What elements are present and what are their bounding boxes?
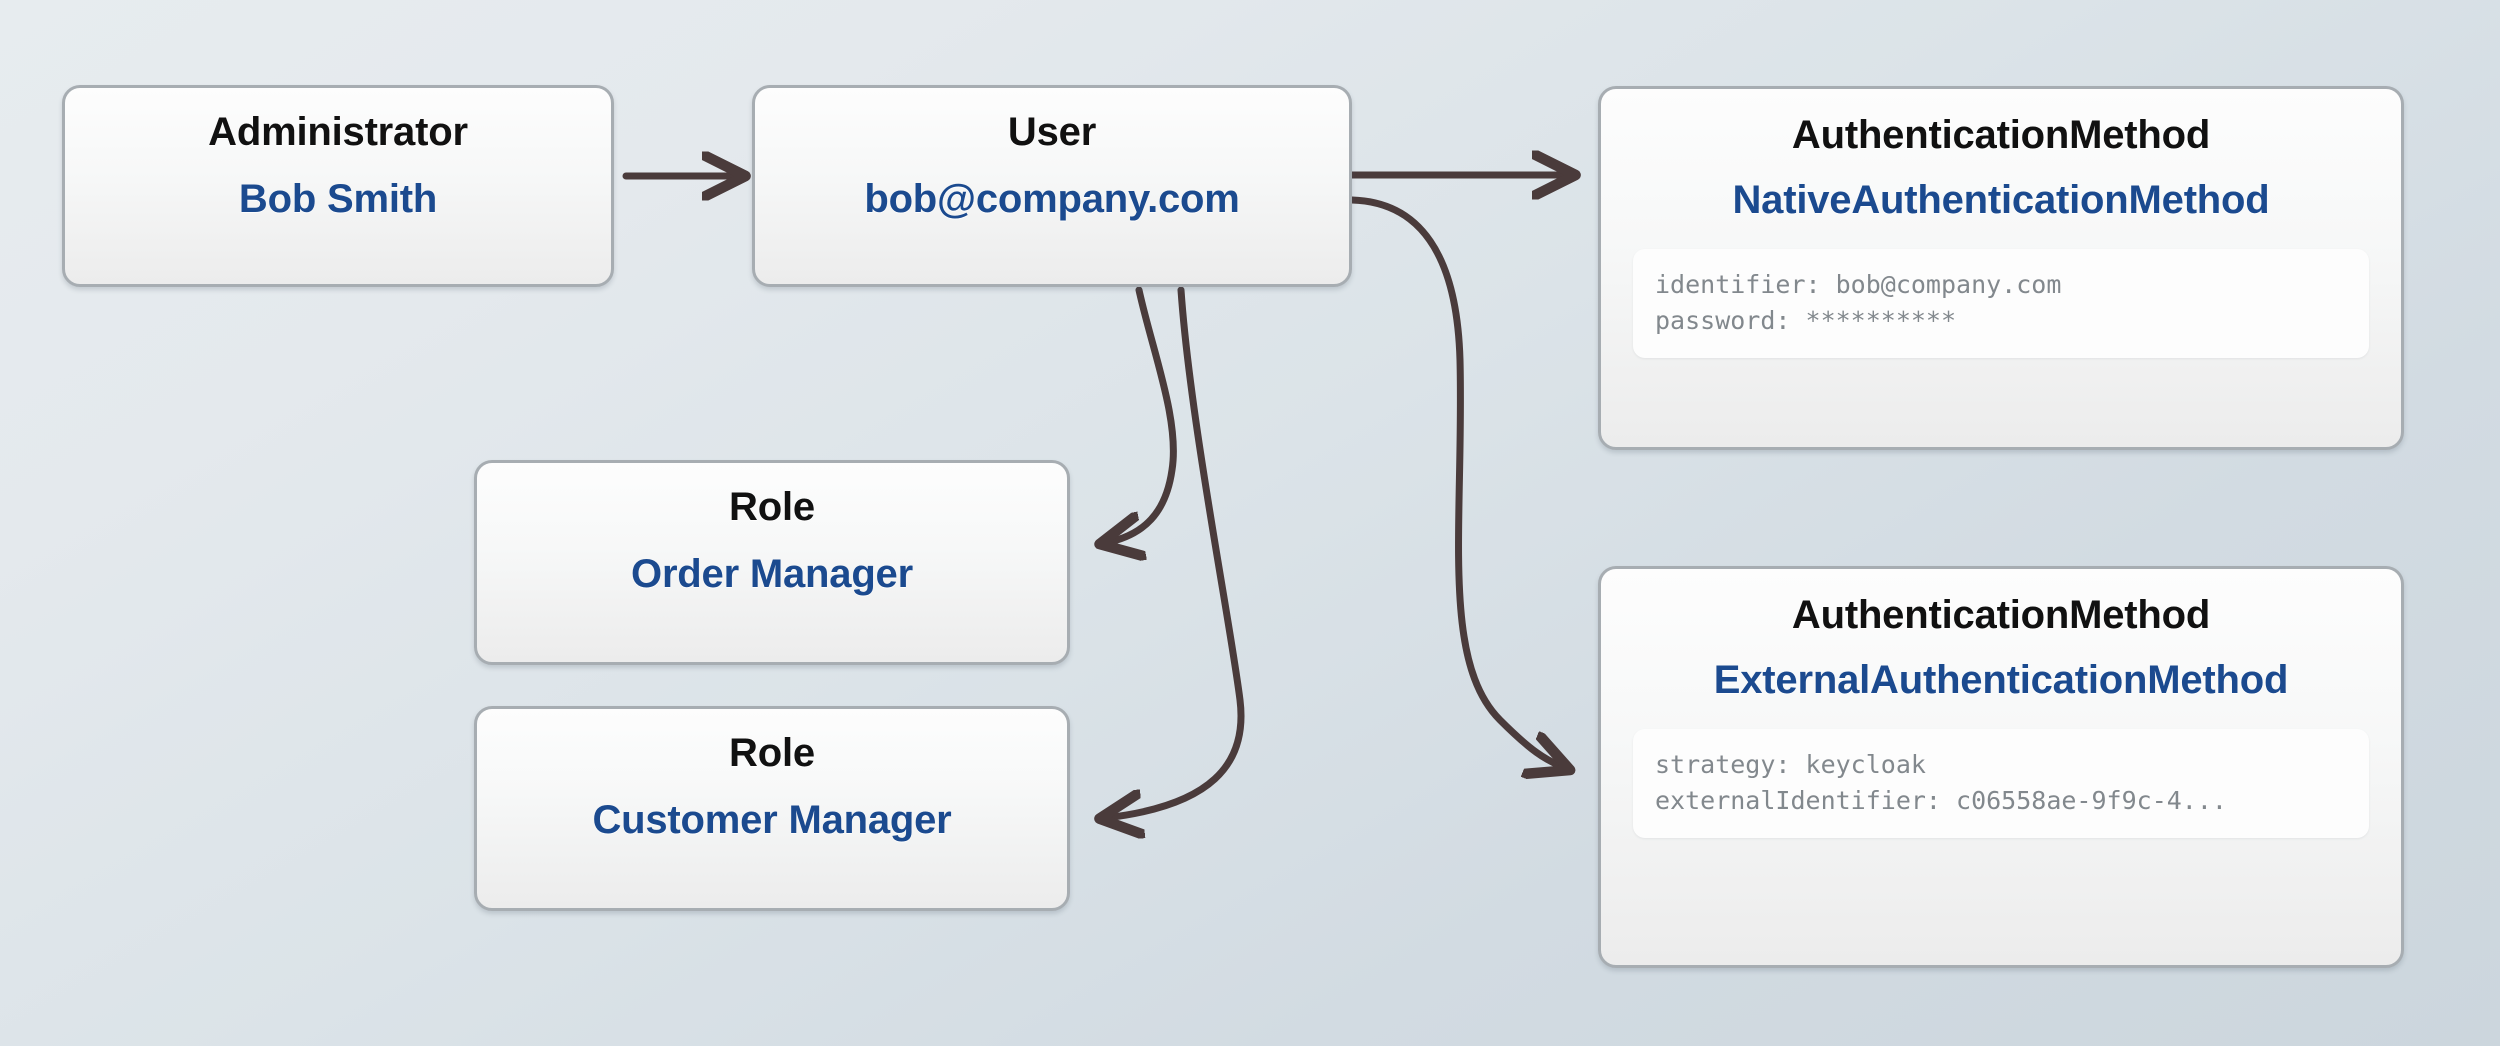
node-role-order-manager[interactable]: Role Order Manager <box>474 460 1070 665</box>
node-role-customer-manager-type: Role <box>729 731 815 775</box>
edge-user-to-auth-external <box>1348 196 1565 768</box>
node-external-authentication-method-name: ExternalAuthenticationMethod <box>1713 658 2289 702</box>
node-role-order-manager-type: Role <box>729 485 815 529</box>
detail-row-strategy: strategy: keycloak <box>1655 750 1926 779</box>
node-user[interactable]: User bob@company.com <box>752 85 1352 287</box>
node-user-type: User <box>1007 110 1097 154</box>
detail-row-password: password: ********** <box>1655 305 1957 335</box>
node-administrator-name: Bob Smith <box>238 177 438 221</box>
node-external-authentication-method-type: AuthenticationMethod <box>1791 593 2211 637</box>
detail-row-external-identifier: externalIdentifier: c06558ae-9f9c-4... <box>1655 785 2227 815</box>
detail-row-identifier: identifier: bob@company.com <box>1655 270 2062 299</box>
edge-user-to-role-order <box>1105 286 1177 543</box>
node-role-customer-manager[interactable]: Role Customer Manager <box>474 706 1070 911</box>
node-role-order-manager-name: Order Manager <box>631 552 913 596</box>
edge-user-to-role-customer <box>1105 286 1245 818</box>
node-role-customer-manager-name: Customer Manager <box>592 798 952 842</box>
node-administrator-type: Administrator <box>208 110 468 154</box>
node-user-name: bob@company.com <box>864 177 1240 221</box>
node-native-authentication-method-name: NativeAuthenticationMethod <box>1732 178 2270 222</box>
node-native-authentication-method[interactable]: AuthenticationMethod NativeAuthenticatio… <box>1598 86 2404 450</box>
node-external-authentication-method[interactable]: AuthenticationMethod ExternalAuthenticat… <box>1598 566 2404 968</box>
node-native-authentication-method-details: identifier: bob@company.com password: **… <box>1633 249 2369 358</box>
node-administrator[interactable]: Administrator Bob Smith <box>62 85 614 287</box>
node-external-authentication-method-details: strategy: keycloak externalIdentifier: c… <box>1633 729 2369 838</box>
node-native-authentication-method-type: AuthenticationMethod <box>1791 113 2211 157</box>
